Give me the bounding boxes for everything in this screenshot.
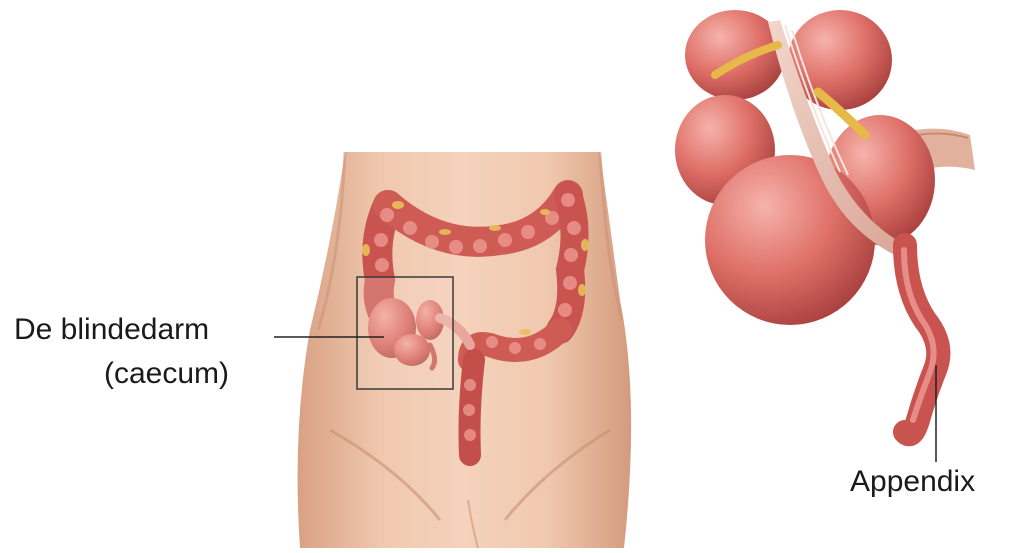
caecum-closeup — [675, 10, 975, 434]
caecum-label-line2: (caecum) — [104, 357, 229, 391]
appendix-label: Appendix — [850, 465, 975, 499]
caecum-label-line1: De blindedarm — [14, 313, 209, 347]
caecum-highlight-box — [357, 277, 453, 389]
